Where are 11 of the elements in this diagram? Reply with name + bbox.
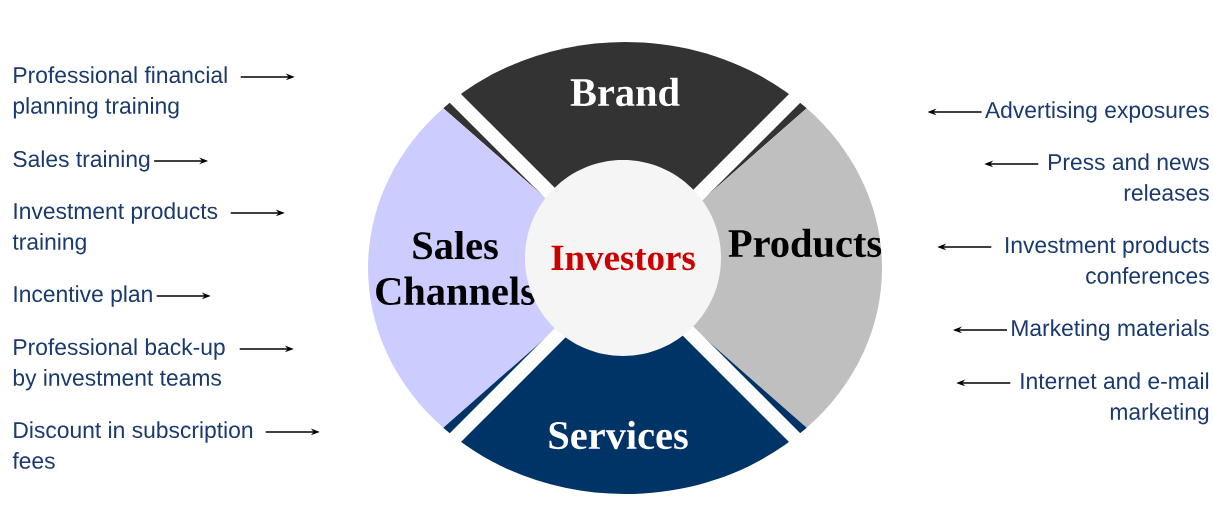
label-text: Investment products training <box>12 202 218 255</box>
label-text: Advertising exposures <box>984 101 1209 123</box>
label-text: Press and news releases <box>1049 153 1209 201</box>
label-text: Incentive plan <box>14 285 152 307</box>
label-text: Sales training <box>13 150 150 172</box>
label-text: Marketing materials <box>1012 319 1209 341</box>
label-text: Internet and e-mail marketing <box>1021 372 1209 425</box>
label-text: Professional back-up by investment teams <box>13 338 225 391</box>
label-text: Discount in subscription fees <box>12 421 253 469</box>
label-text: Professional financial planning training <box>13 66 227 119</box>
label-text: Investment products conferences <box>1006 236 1209 284</box>
